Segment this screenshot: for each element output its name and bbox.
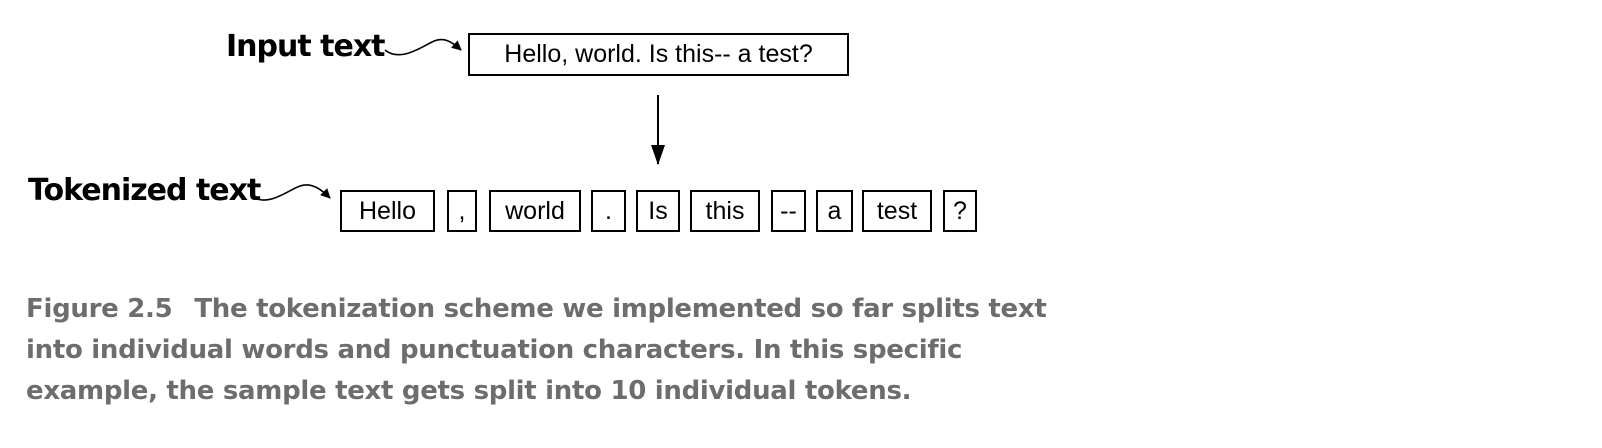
caption-text: The tokenization scheme we implemented s… <box>26 294 1047 406</box>
token-box: -- <box>771 190 806 232</box>
token-box: ? <box>943 190 977 232</box>
token-box: test <box>862 190 932 232</box>
token-box: . <box>591 190 626 232</box>
figure-number: Figure 2.5 <box>26 294 173 324</box>
input-text-label: Input text <box>226 29 386 64</box>
token-box: Is <box>636 190 680 232</box>
token-box: , <box>447 190 477 232</box>
input-text-box: Hello, world. Is this-- a test? <box>468 33 849 76</box>
input-curved-arrow <box>384 38 462 56</box>
tokenized-text-label: Tokenized text <box>28 173 261 208</box>
token-box: this <box>690 190 760 232</box>
tokenized-curved-arrow <box>250 184 331 201</box>
down-arrowhead <box>651 145 665 165</box>
token-box: world <box>489 190 581 232</box>
token-box: a <box>816 190 853 232</box>
token-box: Hello <box>340 190 435 232</box>
